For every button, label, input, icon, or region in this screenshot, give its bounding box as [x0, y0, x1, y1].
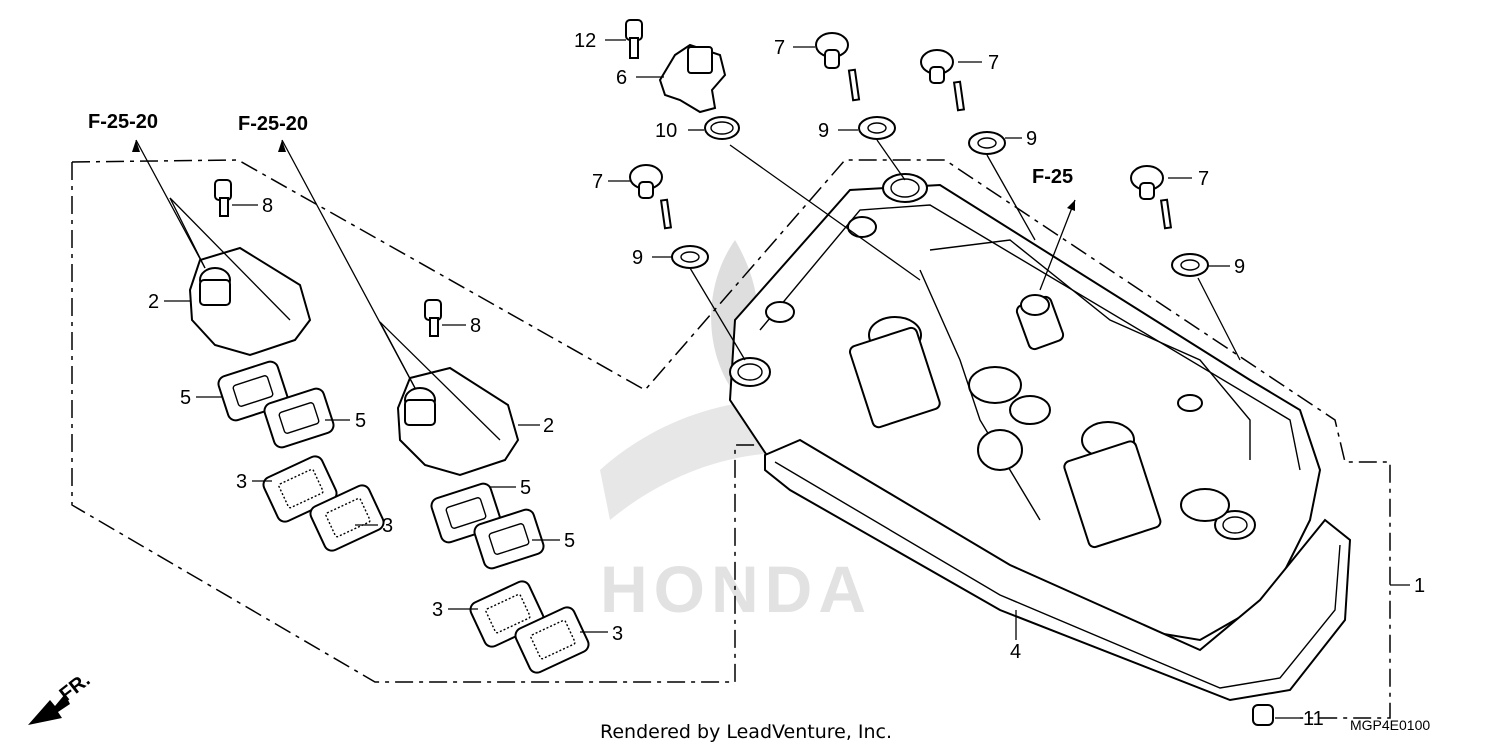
callout-3-a: 3 [236, 471, 247, 493]
callout-10: 10 [655, 120, 677, 142]
callout-3-b: 3 [382, 515, 393, 537]
head-cover-gasket [764, 438, 1352, 702]
callout-9-d: 9 [1234, 256, 1245, 278]
callout-11: 11 [1303, 708, 1324, 730]
sensor-group [625, 19, 740, 140]
callout-6: 6 [616, 67, 627, 89]
ref-label-f25-20-right: F-25-20 [238, 113, 308, 135]
callout-5-b: 5 [355, 410, 366, 432]
callout-9-c: 9 [632, 247, 643, 269]
callout-4: 4 [1010, 641, 1021, 663]
callout-7-d: 7 [1198, 168, 1209, 190]
callout-5-a: 5 [180, 387, 191, 409]
callout-5-c: 5 [520, 477, 531, 499]
callout-9-a: 9 [818, 120, 829, 142]
reed-cover-left [188, 179, 312, 357]
callout-8-a: 8 [262, 195, 273, 217]
ref-label-f25: F-25 [1032, 166, 1073, 188]
bolt-washer-set [629, 32, 1209, 277]
callout-8-b: 8 [470, 315, 481, 337]
callout-9-b: 9 [1026, 128, 1037, 150]
callout-5-d: 5 [564, 530, 575, 552]
leader-lines [132, 39, 1410, 719]
reed-plates [262, 455, 590, 674]
watermark-text: HONDA [600, 552, 872, 626]
reed-cover-right [396, 299, 520, 477]
callout-12: 12 [574, 30, 596, 52]
diagram-code: MGP4E0100 [1350, 717, 1430, 733]
left-group-boundary [71, 159, 1391, 719]
callout-2-b: 2 [543, 415, 554, 437]
callout-2-a: 2 [148, 291, 159, 313]
callout-3-c: 3 [432, 599, 443, 621]
callout-1: 1 [1414, 575, 1425, 597]
callout-7-b: 7 [988, 52, 999, 74]
cap-11 [1252, 704, 1274, 726]
front-direction-arrow: FR. [28, 669, 94, 725]
callout-7-c: 7 [592, 171, 603, 193]
reed-gaskets [217, 360, 545, 570]
callout-7-a: 7 [774, 37, 785, 59]
render-credit: Rendered by LeadVenture, Inc. [600, 721, 892, 743]
callout-3-d: 3 [612, 623, 623, 645]
ref-label-f25-20-left: F-25-20 [88, 111, 158, 133]
